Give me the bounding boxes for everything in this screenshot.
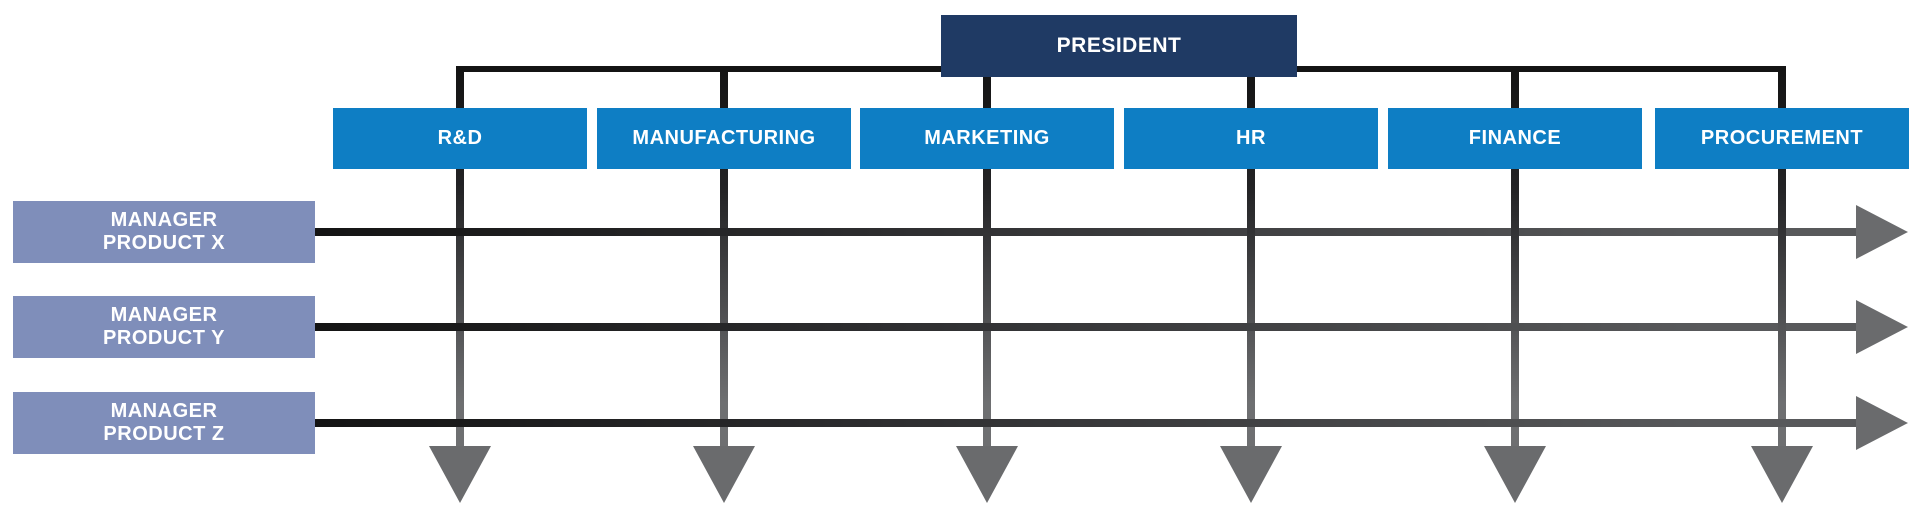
- manager-label-line1: MANAGER: [110, 304, 218, 326]
- manager-label-line2: PRODUCT Y: [103, 327, 225, 349]
- manager-label-line1: MANAGER: [110, 209, 218, 231]
- column-line-finance: [1511, 66, 1519, 449]
- right-arrow-icon: [1856, 205, 1908, 259]
- department-label: R&D: [437, 127, 483, 149]
- right-arrow-icon: [1856, 300, 1908, 354]
- right-arrow-icon: [1856, 396, 1908, 450]
- down-arrow-icon: [956, 446, 1018, 503]
- president-box: PRESIDENT: [941, 15, 1297, 77]
- manager-box-product-z: MANAGER PRODUCT Z: [13, 392, 315, 454]
- down-arrow-icon: [693, 446, 755, 503]
- department-box-marketing: MARKETING: [860, 108, 1114, 169]
- column-line-rd: [456, 66, 464, 449]
- down-arrow-icon: [429, 446, 491, 503]
- column-line-hr: [1247, 66, 1255, 449]
- manager-label-line1: MANAGER: [110, 400, 218, 422]
- manager-label-line2: PRODUCT Z: [103, 423, 225, 445]
- department-label: FINANCE: [1468, 127, 1562, 149]
- department-box-hr: HR: [1124, 108, 1378, 169]
- department-box-manufacturing: MANUFACTURING: [597, 108, 851, 169]
- department-box-rd: R&D: [333, 108, 587, 169]
- department-box-procurement: PROCUREMENT: [1655, 108, 1909, 169]
- department-label: PROCUREMENT: [1700, 127, 1864, 149]
- column-line-procurement: [1778, 66, 1786, 449]
- column-line-marketing: [983, 66, 991, 449]
- department-label: MARKETING: [924, 127, 1050, 149]
- manager-box-product-x: MANAGER PRODUCT X: [13, 201, 315, 263]
- column-line-manufacturing: [720, 66, 728, 449]
- down-arrow-icon: [1484, 446, 1546, 503]
- row-line-product-x: [315, 228, 1860, 236]
- down-arrow-icon: [1220, 446, 1282, 503]
- department-box-finance: FINANCE: [1388, 108, 1642, 169]
- row-line-product-y: [315, 323, 1860, 331]
- row-line-product-z: [315, 419, 1860, 427]
- department-label: MANUFACTURING: [632, 127, 816, 149]
- manager-label-line2: PRODUCT X: [102, 232, 226, 254]
- manager-box-product-y: MANAGER PRODUCT Y: [13, 296, 315, 358]
- down-arrow-icon: [1751, 446, 1813, 503]
- president-label: PRESIDENT: [1056, 34, 1182, 57]
- department-label: HR: [1236, 127, 1266, 149]
